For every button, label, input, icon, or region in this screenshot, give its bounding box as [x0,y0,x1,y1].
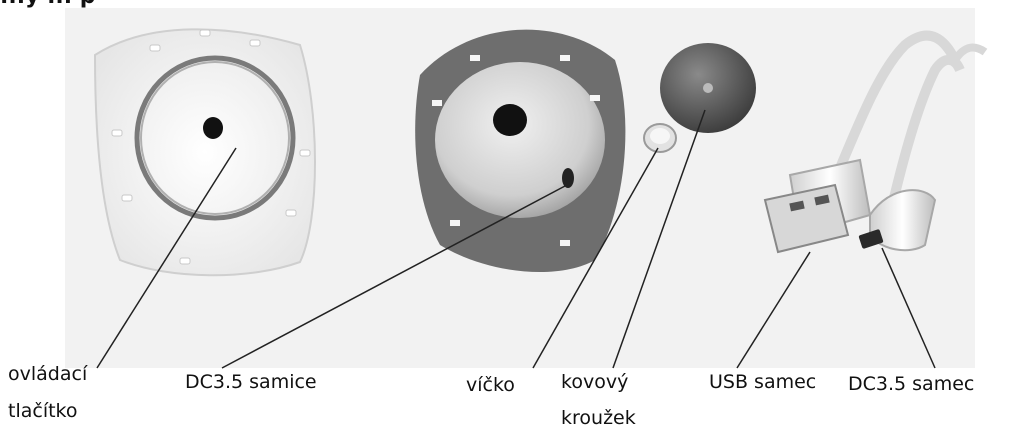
cap [644,124,676,152]
label-cap: víčko [466,376,515,395]
label-usb-male: USB samec [709,373,816,392]
label-metal-ring-line1: kovový [561,373,628,392]
leader-dc-male [882,248,935,368]
label-dc-male: DC3.5 samec [848,375,974,394]
label-metal-ring-line2: kroužek [561,409,636,428]
leader-usb-male [737,252,810,368]
label-dc-female: DC3.5 samice [185,373,317,392]
label-button-line1: ovládací [8,365,87,384]
button-plate [95,29,315,275]
label-button-line2: tlačítko [8,402,78,421]
housing [415,30,625,272]
metal-disc [660,43,756,133]
usb-cable [765,36,985,252]
